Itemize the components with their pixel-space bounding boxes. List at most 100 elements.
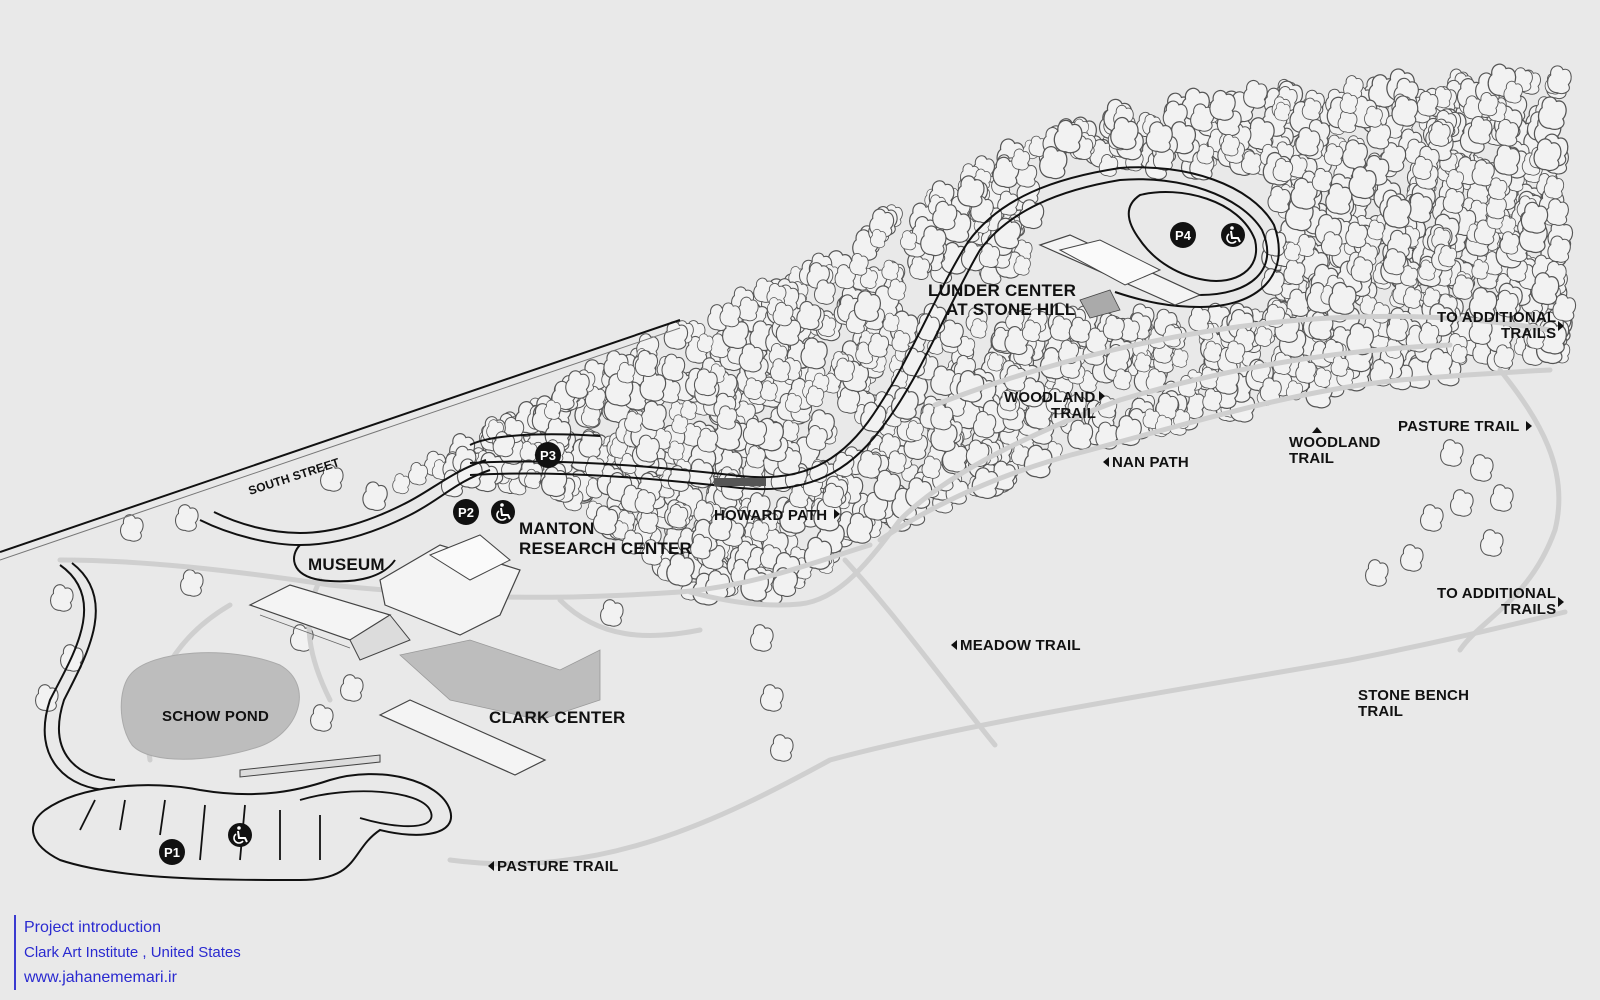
schow-pond-label: SCHOW POND [162,708,269,725]
lunder-label-line1[interactable]: LUNDER CENTER [928,281,1076,300]
tree-icon [738,343,764,373]
tree-icon [624,410,643,433]
tree-icon [663,321,689,350]
tree-icon [1450,343,1468,364]
meadow-trail-label[interactable]: MEADOW TRAIL [960,637,1081,654]
tree-icon [1477,92,1499,117]
tree-icon [671,414,689,434]
tree-icon [1382,248,1407,276]
tree-icon [857,450,882,479]
tree-icon [1418,322,1440,347]
tree-icon [634,489,656,514]
wheelchair-icon [1220,222,1246,248]
stone-bench-trail-line1[interactable]: STONE BENCH [1358,687,1469,704]
tree-icon [813,279,836,305]
tree-icon [1134,352,1152,373]
tree-icon [1367,219,1385,241]
triangle-arrow-icon [1312,427,1322,433]
tree-icon [1446,169,1464,190]
tree-icon [932,200,958,231]
tree-icon [1493,144,1521,176]
tree-icon [716,405,738,430]
tree-icon [909,255,931,280]
stone-bench-trail-line2[interactable]: TRAIL [1358,703,1403,720]
to-additional-trails-1-line2[interactable]: TRAILS [1501,325,1556,342]
tree-icon [640,400,667,432]
tree-icon [1364,105,1383,128]
tree-icon [1311,167,1333,193]
tree-icon [175,504,199,532]
tree-icon [340,674,364,702]
tree-icon [1391,95,1419,127]
tree-icon [849,252,869,276]
woodland-trail-a-line1[interactable]: WOODLAND [1004,389,1096,406]
tree-icon [759,380,778,402]
tree-icon [772,301,794,327]
tree-icon [1348,166,1377,200]
tree-icon [600,599,624,627]
tree-icon [540,466,568,498]
tree-icon [920,225,947,257]
tree-icon [784,392,803,413]
tree-icon [666,553,695,587]
manton-label-line1[interactable]: MANTON [519,519,595,538]
museum-label[interactable]: MUSEUM [308,555,385,574]
lunder-center-building [1038,234,1202,319]
tree-icon [900,230,918,251]
tree-icon [805,385,825,407]
howard-path-label[interactable]: HOWARD PATH [714,507,827,524]
tree-icon [180,569,204,597]
bridge [714,478,766,486]
tree-icon [870,228,887,249]
tree-icon [1547,65,1572,95]
tree-icon [1412,155,1433,180]
tree-icon [661,353,686,382]
footer-website-link[interactable]: www.jahanememari.ir [24,969,177,986]
pasture-trail-south-label[interactable]: PASTURE TRAIL [497,858,619,875]
lunder-label-line2[interactable]: AT STONE HILL [946,300,1075,319]
to-additional-trails-2-line2[interactable]: TRAILS [1501,601,1556,618]
tree-icon [881,259,900,281]
tree-icon [1452,274,1474,300]
parking-marker-p2[interactable]: P2 [453,499,479,525]
tree-icon [1470,454,1494,482]
to-additional-trails-1-line1[interactable]: TO ADDITIONAL [1437,309,1556,326]
tree-icon [1543,175,1565,200]
triangle-arrow-icon [1103,457,1109,467]
tree-icon [1545,198,1569,226]
tree-icon [770,358,791,383]
tree-icon [1382,195,1412,229]
to-additional-trails-2-line1[interactable]: TO ADDITIONAL [1437,585,1556,602]
tree-icon [1345,221,1368,249]
tree-icon [697,427,719,453]
woodland-trail-a-line2[interactable]: TRAIL [1051,405,1096,422]
pasture-trail-east-label[interactable]: PASTURE TRAIL [1398,418,1520,435]
tree-icon [1098,154,1119,177]
tree-icon [930,403,954,431]
tree-icon [392,473,411,495]
tree-icon [1240,150,1262,175]
tree-icon [1402,286,1422,309]
woodland-trail-b-line1[interactable]: WOODLAND [1289,434,1381,451]
tree-icon [1102,314,1125,341]
tree-icon [544,399,562,420]
tree-icon [1011,148,1031,171]
parking-marker-p1[interactable]: P1 [159,839,185,865]
nan-path-label[interactable]: NAN PATH [1112,454,1189,471]
tree-icon [1209,89,1236,121]
parking-marker-p4[interactable]: P4 [1170,222,1196,248]
tree-icon [1272,158,1294,182]
woodland-trail-b-line2[interactable]: TRAIL [1289,450,1334,467]
tree-icon [1490,484,1514,512]
tree-icon [667,503,689,529]
manton-label-line2[interactable]: RESEARCH CENTER [519,539,692,558]
clark-center-label[interactable]: CLARK CENTER [489,708,626,727]
parking-marker-p3[interactable]: P3 [535,442,561,468]
tree-icon [1339,92,1358,114]
tree-icon [882,312,900,333]
triangle-arrow-icon [1526,421,1532,431]
tree-icon [1487,177,1508,201]
tree-icon [1493,344,1515,369]
tree-icon [1274,101,1291,122]
